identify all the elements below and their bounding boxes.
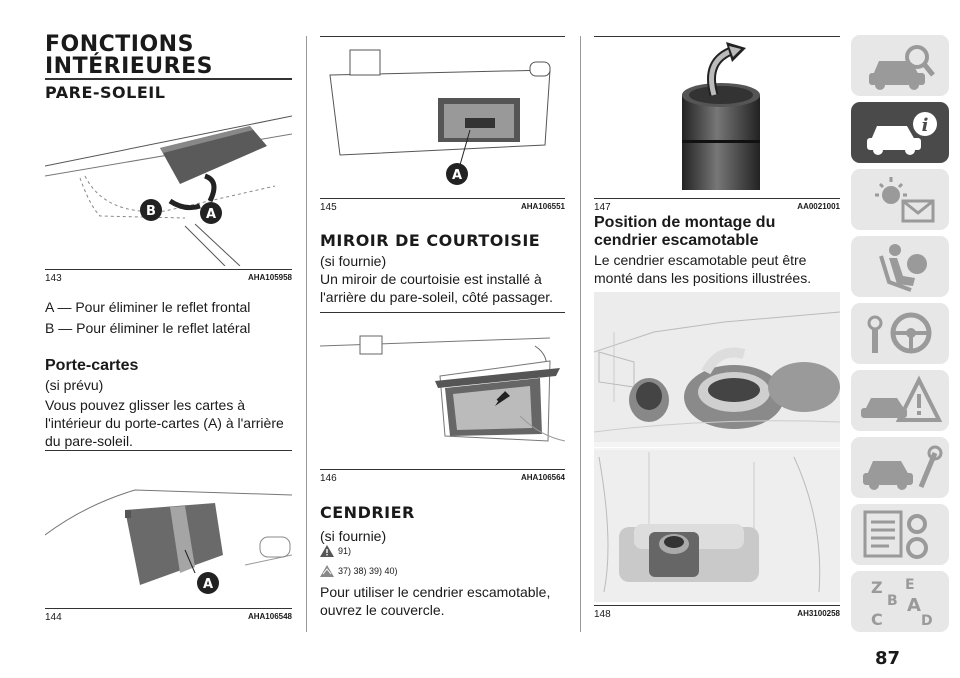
- label-a-145: A: [452, 168, 462, 183]
- figure-144: A: [45, 455, 292, 605]
- chapter-title-line2: INTÉRIEURES: [45, 54, 213, 79]
- porte-cartes-note: (si prévu): [45, 377, 104, 393]
- subtitle-porte-cartes: Porte-cartes: [45, 357, 139, 374]
- car-service-icon: [863, 445, 943, 490]
- miroir-note: (si fournie): [320, 253, 387, 269]
- chapter-title-line1: FONCTIONS: [45, 32, 194, 57]
- fig147-caption: 147 AA0021001: [594, 202, 840, 213]
- legend-item-b: B — Pour éliminer le reflet latéral: [45, 320, 251, 336]
- figure-146: [320, 316, 565, 464]
- technical-data-icon: [863, 510, 928, 559]
- subtitle-position: Position de montage du cendrier escamota…: [594, 214, 776, 249]
- fig148-code: AH3100258: [797, 609, 840, 618]
- cendrier-text: Pour utiliser le cendrier escamotable, o…: [320, 584, 551, 618]
- fig148-rule: [594, 605, 840, 606]
- label-a-144: A: [203, 577, 213, 592]
- fig146-code: AHA106564: [520, 473, 565, 482]
- airbag-seat-icon: [879, 244, 927, 292]
- fig144-number: 144: [45, 612, 62, 623]
- porte-cartes-text: Vous pouvez glisser les cartes à l'intér…: [45, 397, 284, 449]
- card-holder-illustration: A: [45, 489, 292, 594]
- svg-text:B: B: [887, 593, 898, 609]
- breakdown-triangle-icon: [861, 375, 943, 422]
- label-b: B: [146, 204, 156, 219]
- tab-breakdown[interactable]: [851, 370, 949, 431]
- figure-148: [594, 292, 840, 602]
- figure-143: B A: [45, 106, 292, 266]
- section-title-miroir: MIROIR DE COURTOISIE: [320, 231, 541, 250]
- tab-car-service[interactable]: [851, 437, 949, 498]
- fig146-number: 146: [320, 473, 337, 484]
- section-title-pare-soleil: PARE-SOLEIL: [45, 83, 166, 102]
- label-a: A: [206, 207, 216, 222]
- fig144-rule: [45, 608, 292, 609]
- title-divider: [45, 78, 292, 80]
- car-search-icon: [869, 45, 935, 90]
- position-text: Le cendrier escamotable peut être monté …: [594, 252, 812, 286]
- ashtray-positions-photo: [594, 292, 840, 602]
- key-steering-icon: [867, 312, 932, 354]
- warning-ref-row-1: 91): [320, 545, 351, 557]
- miroir-text: Un miroir de courtoisie est installé à l…: [320, 271, 554, 305]
- figure-145: A: [320, 40, 565, 190]
- fig143-rule: [45, 269, 292, 270]
- warning-ref-1: 91): [338, 546, 352, 556]
- fig147-rule: [594, 198, 840, 199]
- column-divider-2: [580, 36, 581, 632]
- fig144-caption: 144 AHA106548: [45, 612, 292, 623]
- fig145-number: 145: [320, 202, 337, 213]
- alphabetical-index-icon: Z E B A C D: [871, 577, 933, 629]
- tab-technical-data[interactable]: [851, 504, 949, 565]
- tab-car-search[interactable]: [851, 35, 949, 96]
- svg-text:D: D: [921, 613, 933, 629]
- warning-lights-icon: [875, 177, 935, 223]
- svg-text:Z: Z: [871, 578, 883, 597]
- fig148-number: 148: [594, 609, 611, 620]
- fig143-number: 143: [45, 273, 62, 284]
- fig148-caption: 148 AH3100258: [594, 609, 840, 620]
- warning-ref-2: 37) 38) 39) 40): [338, 566, 398, 576]
- warning-triangle-icon: [320, 545, 334, 557]
- fig145-top-rule: [320, 36, 565, 37]
- fig145-rule: [320, 198, 565, 199]
- fig146-top-rule: [320, 312, 565, 313]
- figure-147: [594, 40, 840, 190]
- tab-warning-lights[interactable]: [851, 169, 949, 230]
- svg-text:i: i: [922, 115, 929, 136]
- courtesy-mirror-closed-illustration: A: [329, 49, 551, 185]
- fig147-number: 147: [594, 202, 611, 213]
- fig144-code: AHA106548: [247, 612, 292, 621]
- caution-triangle-icon: [320, 565, 334, 577]
- column-divider-1: [306, 36, 307, 632]
- fig146-rule: [320, 469, 565, 470]
- fig143-code: AHA105958: [247, 273, 292, 282]
- car-info-icon: i: [867, 112, 937, 155]
- sun-visor-rotation-illustration: B A: [45, 115, 292, 266]
- fig143-caption: 143 AHA105958: [45, 273, 292, 284]
- warning-ref-row-2: 37) 38) 39) 40): [320, 565, 398, 577]
- fig147-code: AA0021001: [797, 202, 840, 211]
- ashtray-cup-illustration: [682, 42, 760, 190]
- fig145-code: AHA106551: [520, 202, 565, 211]
- svg-text:E: E: [905, 577, 915, 593]
- tab-car-info[interactable]: i: [851, 102, 949, 163]
- fig146-caption: 146 AHA106564: [320, 473, 565, 484]
- tab-alphabetical-index[interactable]: Z E B A C D: [851, 571, 949, 632]
- svg-text:A: A: [907, 595, 921, 616]
- legend-item-a: A — Pour éliminer le reflet frontal: [45, 299, 251, 315]
- fig144-top-rule: [45, 450, 292, 451]
- page-number: 87: [875, 648, 901, 669]
- fig145-caption: 145 AHA106551: [320, 202, 565, 213]
- courtesy-mirror-open-illustration: [320, 335, 565, 442]
- cendrier-note: (si fournie): [320, 528, 387, 544]
- tab-key-steering[interactable]: [851, 303, 949, 364]
- fig147-top-rule: [594, 36, 840, 37]
- tab-airbag-seat[interactable]: [851, 236, 949, 297]
- section-title-cendrier: CENDRIER: [320, 503, 415, 522]
- svg-text:C: C: [871, 610, 883, 629]
